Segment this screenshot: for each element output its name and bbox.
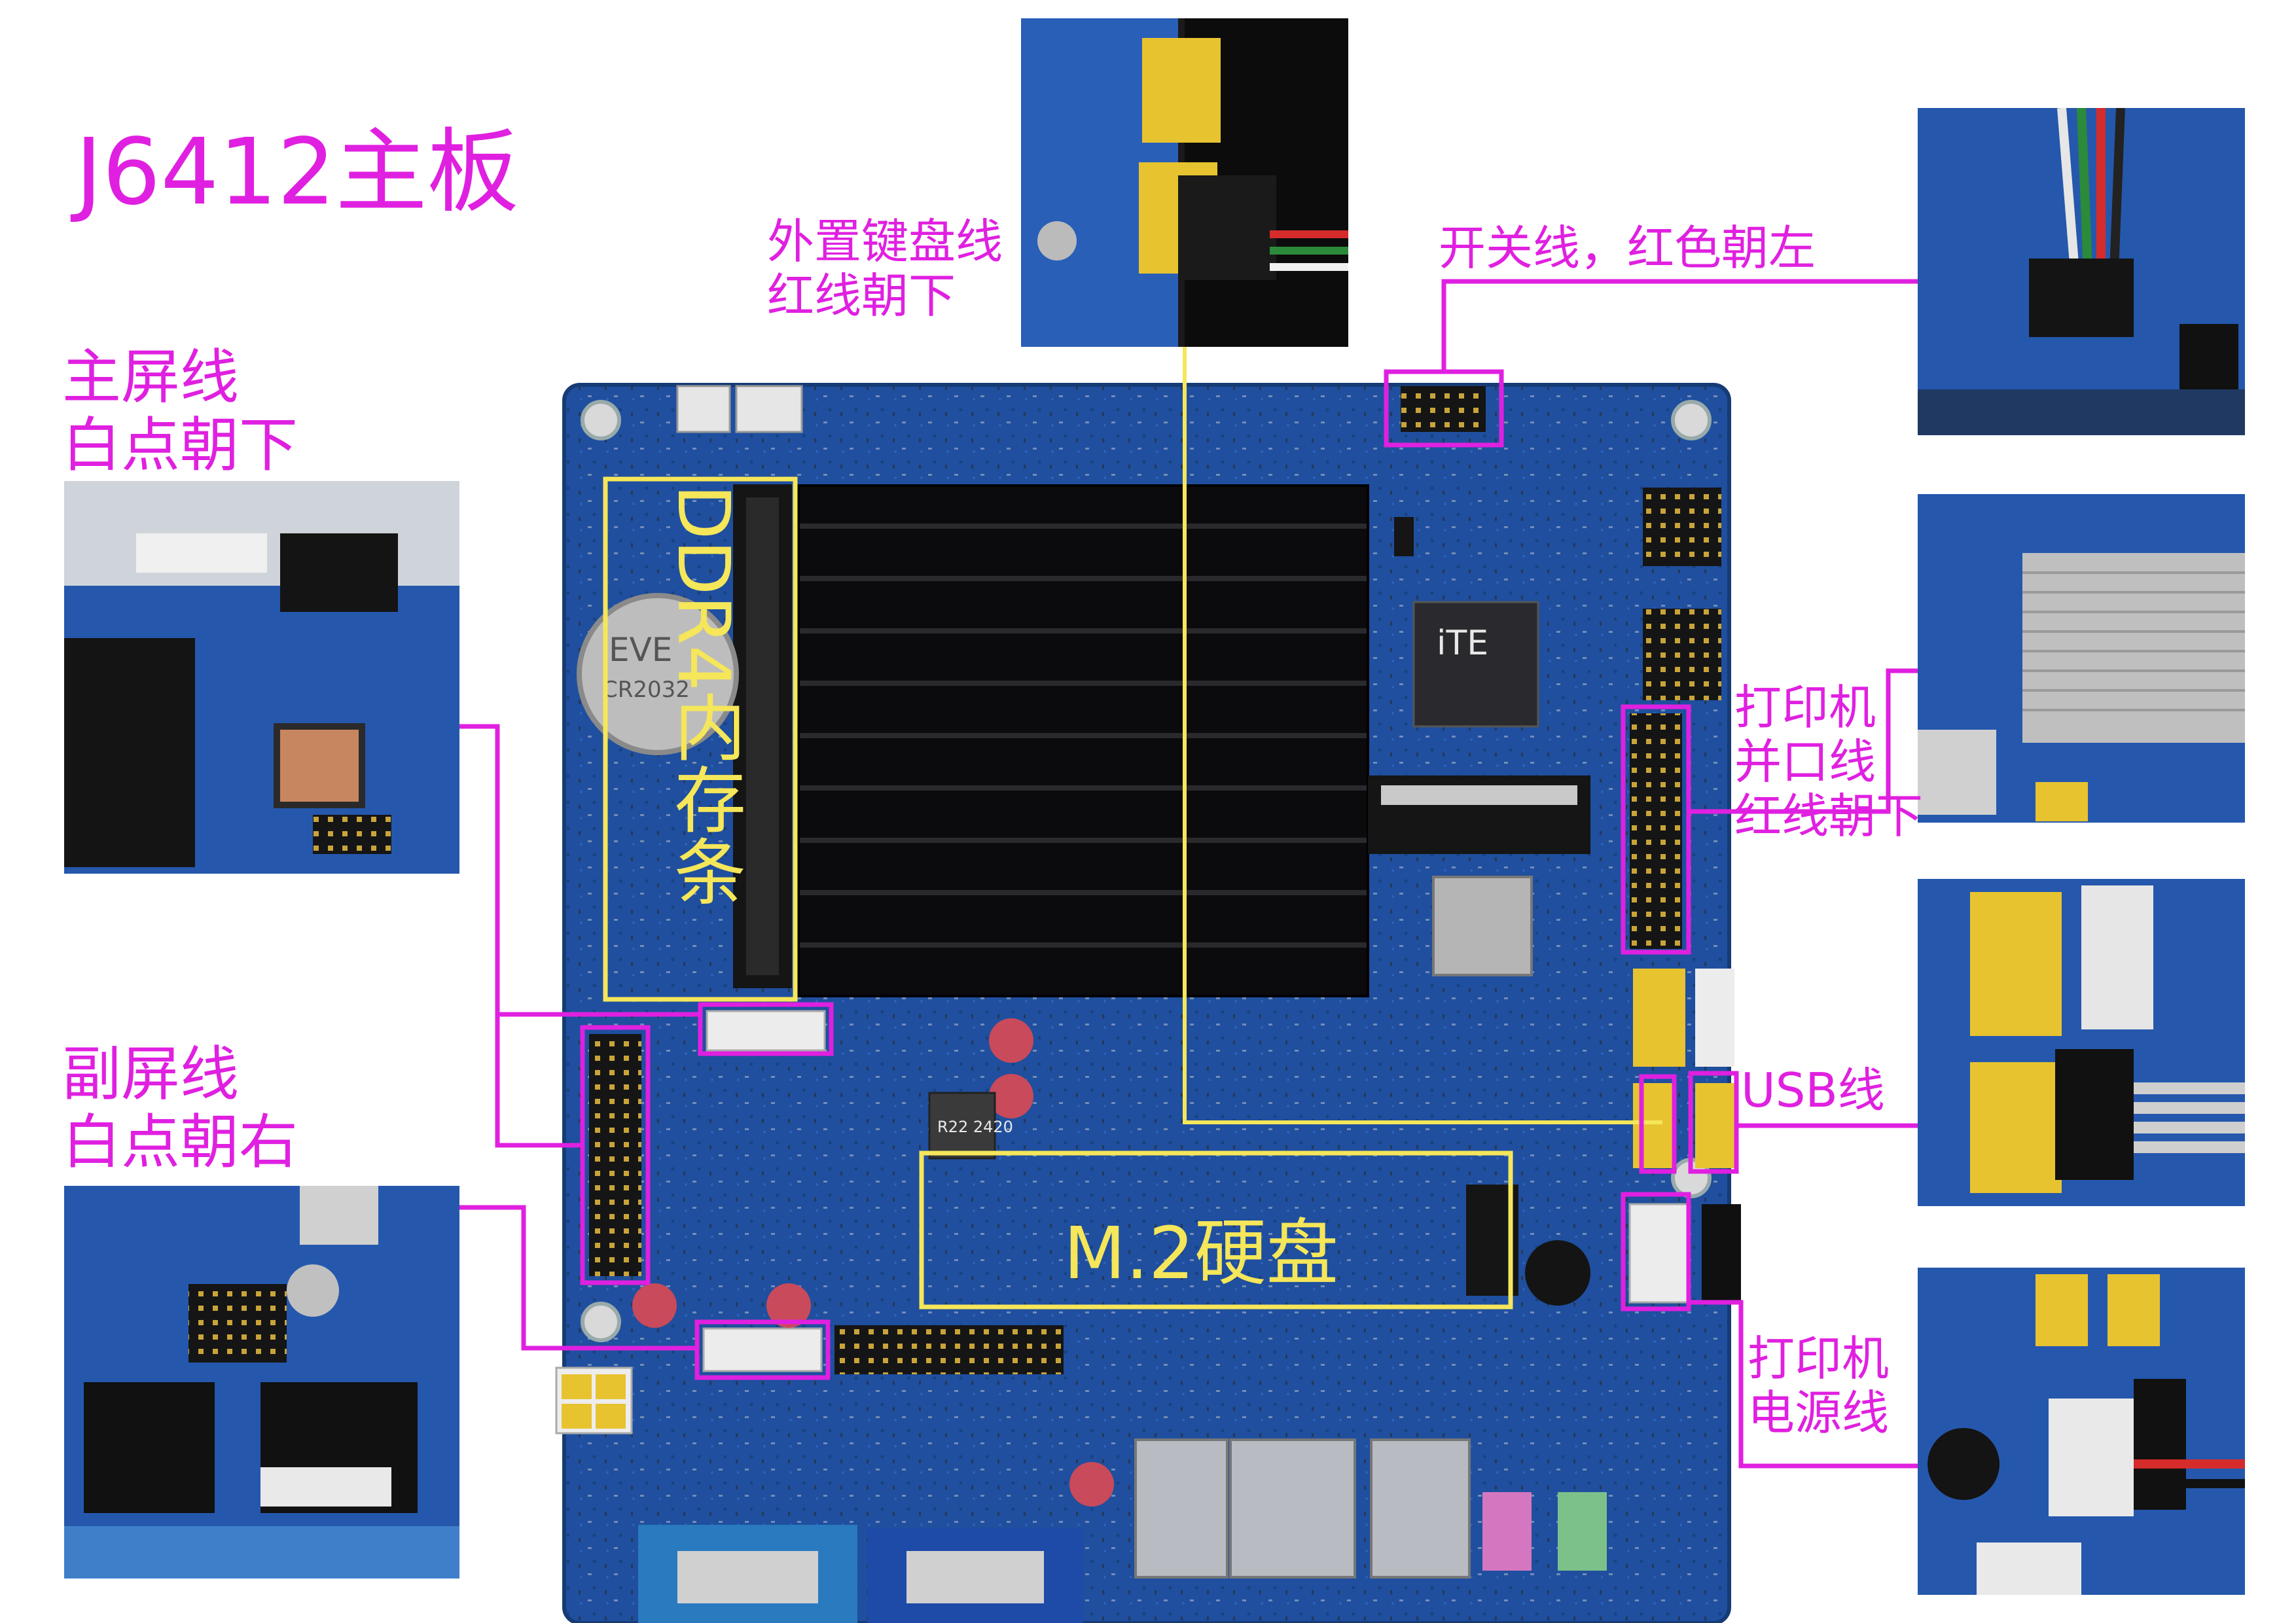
keyboard-label-line-1: 外置键盘线 xyxy=(767,214,1003,269)
printer-parallel-label: 打印机 并口线 红线朝下 xyxy=(1734,681,1923,843)
printer-parallel-label-line-2: 并口线 xyxy=(1734,734,1876,789)
main-screen-label-line-1: 主屏线 xyxy=(62,343,239,412)
m2-label: M.2硬盘 xyxy=(1064,1211,1338,1295)
page-title: J6412主板 xyxy=(75,119,519,226)
coin-cell-brand: EVE xyxy=(609,631,672,669)
usb-label: USB线 xyxy=(1741,1063,1885,1118)
sub-screen-photo xyxy=(64,1186,459,1578)
usb-port-2 xyxy=(1370,1438,1471,1578)
lvds-header xyxy=(589,1034,641,1276)
power-switch-header xyxy=(1401,386,1486,432)
printer-parallel-label-line-1: 打印机 xyxy=(1734,680,1876,735)
printer-power-label-line-2: 电源线 xyxy=(1748,1385,1890,1440)
inductor xyxy=(928,1092,996,1160)
usb-header-1 xyxy=(1633,969,1685,1067)
usb-box-1 xyxy=(1639,1074,1677,1174)
parallel-box xyxy=(1621,704,1691,955)
ite-chip-label: iTE xyxy=(1437,624,1488,663)
m2-outline xyxy=(919,1150,1513,1310)
power-switch-label-line-1: 开关线，红色朝左 xyxy=(1439,221,1816,276)
main-screen-photo xyxy=(64,481,459,874)
usb-header-2 xyxy=(1633,1083,1672,1168)
usb-box-2 xyxy=(1688,1071,1739,1174)
printer-power-connector xyxy=(1628,1203,1690,1304)
audio-jack-pink xyxy=(1482,1492,1532,1571)
printer-power-label-line-1: 打印机 xyxy=(1748,1331,1890,1386)
parallel-photo xyxy=(1918,494,2245,823)
keyboard-label-line-2: 红线朝下 xyxy=(767,268,956,323)
keyboard-label: 外置键盘线 红线朝下 xyxy=(767,215,1003,323)
lan-port-1 xyxy=(1229,1438,1356,1578)
ite-chip xyxy=(1412,601,1539,728)
ddr4-outline xyxy=(603,476,798,1002)
power-switch-leader xyxy=(1441,279,1918,372)
sim-slot xyxy=(1432,876,1533,976)
printer-power-photo xyxy=(1918,1268,2245,1595)
usb-header-3 xyxy=(1695,1083,1734,1168)
inductor-label: R22 2420 xyxy=(937,1118,1013,1136)
main-screen-box xyxy=(698,1002,834,1056)
sub-screen-label-line-2: 白点朝右 xyxy=(62,1107,298,1177)
ddr4-label: DDR4内存条 xyxy=(662,484,745,907)
sub-screen-label: 副屏线 白点朝右 xyxy=(62,1041,298,1176)
power-switch-photo xyxy=(1918,108,2245,435)
printer-power-label: 打印机 电源线 xyxy=(1748,1332,1889,1440)
parallel-header xyxy=(1630,713,1682,949)
usb-port-1 xyxy=(1134,1438,1229,1578)
usb-label-line-1: USB线 xyxy=(1741,1063,1885,1118)
sub-screen-connector xyxy=(702,1327,823,1372)
printer-power-box xyxy=(1621,1192,1691,1311)
coin-cell xyxy=(577,593,739,755)
main-screen-label: 主屏线 白点朝下 xyxy=(62,344,298,479)
printer-parallel-label-line-3: 红线朝下 xyxy=(1734,788,1924,844)
main-screen-label-line-2: 白点朝下 xyxy=(62,410,298,480)
power-switch-label: 开关线，红色朝左 xyxy=(1439,221,1816,276)
usb-photo xyxy=(1918,879,2245,1206)
sub-screen-label-line-1: 副屏线 xyxy=(62,1040,239,1109)
coin-cell-model: CR2032 xyxy=(602,677,690,703)
keyboard-leader-line xyxy=(1183,229,1662,1124)
keyboard-photo xyxy=(1021,18,1348,347)
audio-jack-green xyxy=(1558,1492,1607,1571)
heatsink xyxy=(797,484,1369,997)
printer-power-leader xyxy=(1689,1300,2036,1469)
main-screen-connector xyxy=(706,1010,826,1052)
lvds-box xyxy=(580,1025,651,1285)
